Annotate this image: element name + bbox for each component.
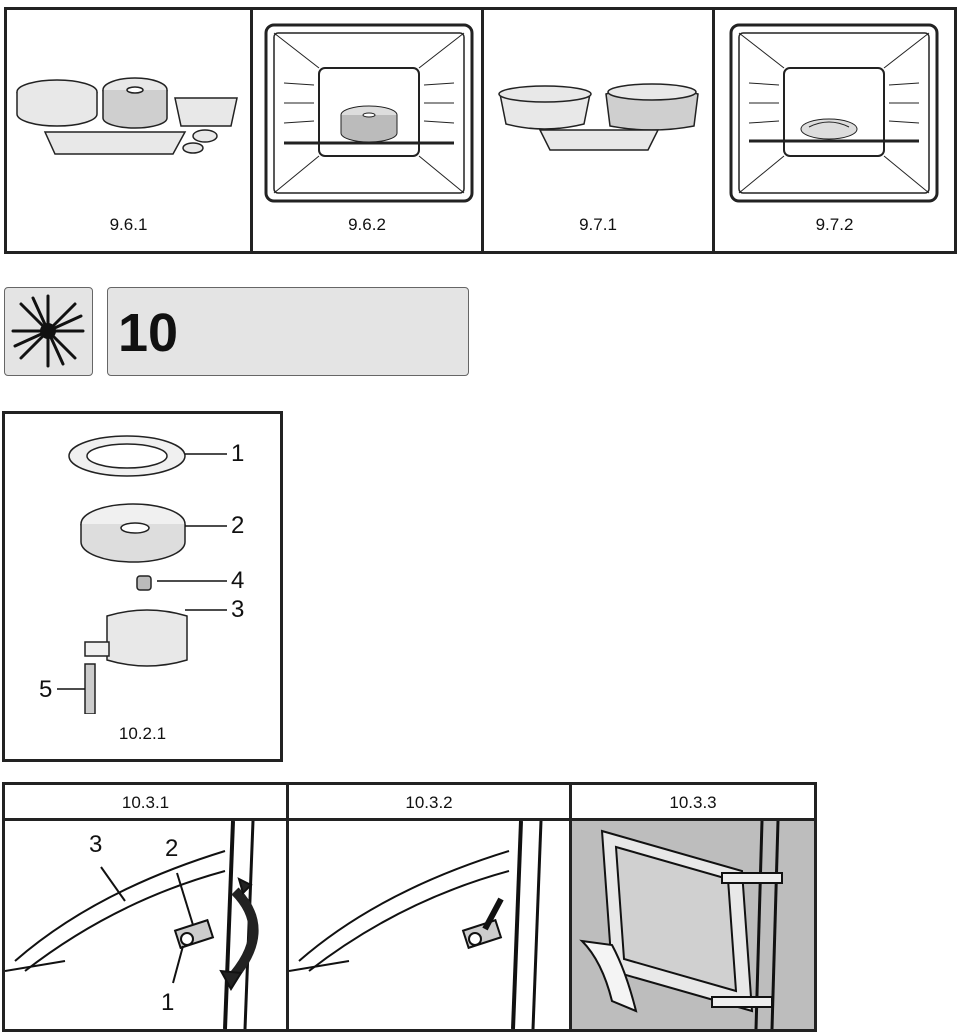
part-label-1: 1 <box>231 440 245 467</box>
figure-10-3-3 <box>572 821 814 1029</box>
section-number: 10 <box>118 303 179 363</box>
section-title-bar: 10 <box>107 287 469 376</box>
part-label-3: 3 <box>231 596 245 623</box>
figure-label: 9.7.1 <box>579 215 617 234</box>
figure-9-6-1: 9.6.1 <box>7 10 253 251</box>
part-label-2: 2 <box>231 512 245 539</box>
figure-9-7-2: 9.7.2 <box>715 10 954 251</box>
figure-label: 10.3.3 <box>669 793 717 812</box>
figure-label: 9.6.2 <box>348 215 386 234</box>
callout-2: 2 <box>165 835 179 862</box>
oven-cavity-roast-illustration <box>729 23 939 203</box>
door-hinge-raised-illustration <box>289 821 543 1029</box>
figure-10-3-1: 3 2 1 <box>5 821 289 1029</box>
part-label-5: 5 <box>39 676 53 703</box>
callout-1: 1 <box>161 989 175 1016</box>
part-label-4: 4 <box>231 567 245 594</box>
figure-9-6-2: 9.6.2 <box>253 10 484 251</box>
figure-10-3-2 <box>289 821 572 1029</box>
strip-header: 10.3.1 10.3.2 10.3.3 <box>5 785 814 821</box>
sparkle-star-icon <box>11 294 85 368</box>
section-icon-box <box>4 287 93 376</box>
baking-tins-illustration <box>16 77 238 155</box>
door-removal-illustration <box>572 821 814 1029</box>
burner-exploded-view <box>68 435 188 714</box>
figure-label: 10.3.1 <box>5 785 289 821</box>
figure-label: 10.3.2 <box>289 785 572 821</box>
figure-label: 9.6.1 <box>109 215 148 234</box>
figure-10-2-1: 1 2 4 3 5 10.2.1 <box>2 411 283 762</box>
callout-lines <box>57 453 227 690</box>
figure-label: 9.7.2 <box>815 215 854 234</box>
figure-strip-10-3: 10.3.1 10.3.2 10.3.3 3 2 1 <box>2 782 817 1032</box>
roasting-dishes-illustration <box>498 83 699 151</box>
figure-label: 10.2.1 <box>118 724 167 743</box>
figure-9-7-1: 9.7.1 <box>484 10 715 251</box>
callout-3: 3 <box>89 831 103 858</box>
figure-strip-9: 9.6.1 9.6.2 <box>4 7 957 254</box>
door-hinge-lever-illustration <box>5 821 259 1029</box>
oven-cavity-bundt-illustration <box>264 23 474 203</box>
